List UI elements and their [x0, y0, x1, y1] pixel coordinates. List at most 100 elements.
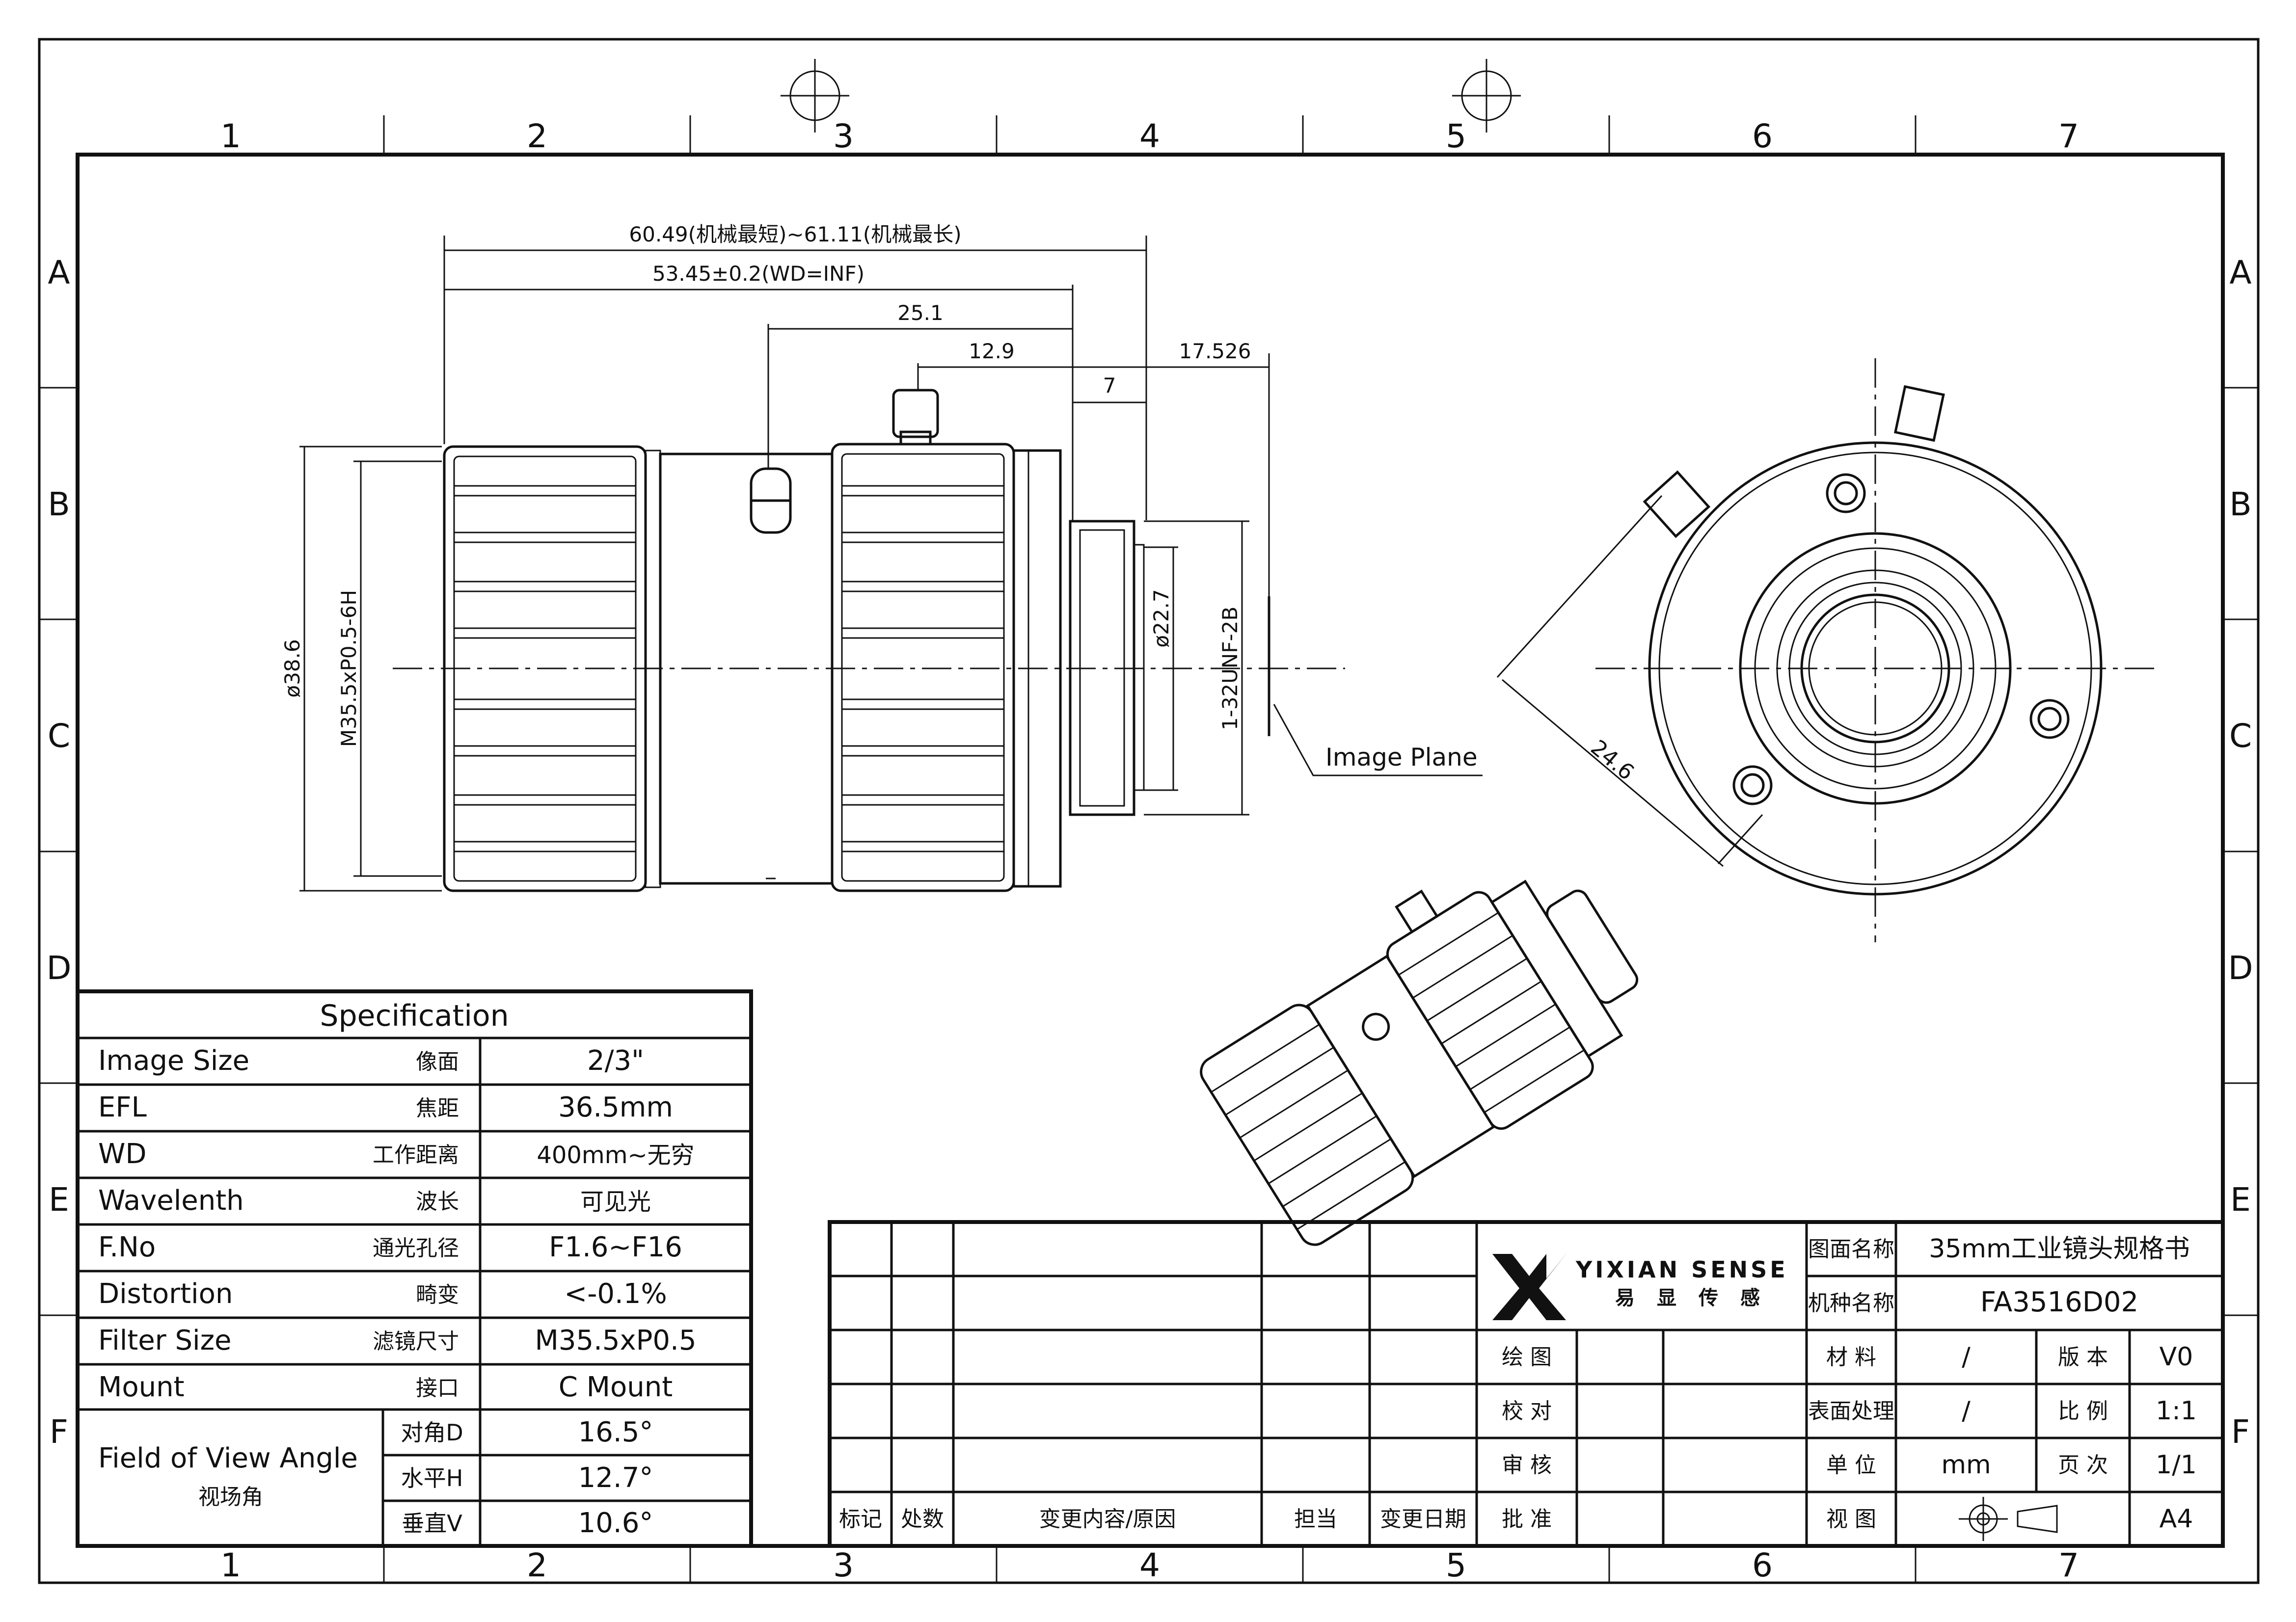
iso-mount — [1546, 889, 1639, 1004]
inner-ring-a — [1776, 569, 1974, 768]
change-header: 处数 — [901, 1507, 944, 1532]
spec-label-cn: 滤镜尺寸 — [373, 1329, 459, 1354]
scale-value: 1:1 — [2156, 1396, 2197, 1426]
spec-value: 36.5mm — [558, 1091, 673, 1123]
lens-glass — [1800, 593, 1950, 744]
dimension-lines — [299, 236, 1483, 892]
col-label: 1 — [220, 117, 241, 155]
outer-frame — [38, 38, 2260, 1584]
dim-wd-inf: 53.45±0.2(WD=INF) — [652, 262, 864, 286]
unit-value: mm — [1941, 1450, 1991, 1480]
fov-sub-label: 对角D — [401, 1419, 463, 1446]
surface-value: / — [1962, 1396, 1971, 1426]
spec-table-frame — [76, 989, 753, 1548]
col-label: 6 — [1752, 1546, 1773, 1584]
rear-iris-ring — [831, 443, 1015, 892]
front-ring-knurls — [454, 485, 636, 852]
title-block-labels: 图面名称 35mm工业镜头规格书 机种名称 FA3516D02 绘 图 校 对 … — [839, 1234, 2197, 1534]
dim-dia-22-7: ø22.7 — [1149, 589, 1173, 647]
spec-value: C Mount — [559, 1371, 673, 1403]
col-label: 7 — [2058, 117, 2079, 155]
dim-dia-38-6: ø38.6 — [280, 639, 304, 697]
fov-label-cn: 视场角 — [198, 1485, 263, 1510]
grid-ticks — [39, 115, 2258, 1583]
col-label: 1 — [220, 1546, 241, 1584]
spec-label-en: EFL — [98, 1091, 147, 1123]
iso-lock-screw — [1362, 1012, 1390, 1041]
spec-title: Specification — [320, 999, 509, 1033]
drawing-name-label: 图面名称 — [1808, 1237, 1894, 1262]
spec-value: 2/3" — [587, 1045, 644, 1077]
dimension-texts: 60.49(机械最短)~61.11(机械最长) 53.45±0.2(WD=INF… — [280, 222, 1478, 771]
dim-filter-thread: M35.5xP0.5-6H — [337, 590, 361, 747]
iso-barrel — [1306, 955, 1495, 1178]
spec-label-cn: 畸变 — [416, 1282, 459, 1307]
fov-value: 16.5° — [578, 1416, 653, 1448]
page-label: 页 次 — [2058, 1453, 2108, 1478]
fov-sub-label: 垂直V — [402, 1510, 462, 1537]
change-header: 担当 — [1294, 1507, 1337, 1532]
spec-label-en: WD — [98, 1138, 147, 1170]
row-label: A — [48, 254, 70, 292]
lens-glass-inner — [1808, 601, 1943, 736]
dim-7: 7 — [1103, 373, 1116, 398]
row-label: B — [2229, 485, 2251, 523]
version-label: 版 本 — [2058, 1345, 2108, 1370]
projection-symbol-icon — [1959, 1497, 2058, 1541]
image-plane-label: Image Plane — [1325, 743, 1478, 771]
rear-ring-knurls — [842, 485, 1004, 852]
brand-cn-char: 显 — [1657, 1287, 1676, 1309]
spec-value: F1.6~F16 — [549, 1231, 682, 1263]
centering-mark-icon — [781, 59, 1521, 133]
row-label: D — [47, 949, 72, 987]
inner-ring-b — [1788, 582, 1962, 755]
sheet-size: A4 — [2160, 1504, 2193, 1534]
view-label: 视 图 — [1826, 1507, 1876, 1532]
iso-rear-knurls — [1398, 912, 1585, 1113]
row-label: C — [48, 717, 70, 755]
aperture-lock-screw — [750, 467, 792, 534]
spec-label-cn: 通光孔径 — [373, 1236, 459, 1261]
mount-flange — [1739, 532, 2012, 805]
spec-label-cn: 焦距 — [416, 1096, 459, 1121]
row-label: F — [2231, 1413, 2250, 1451]
spec-value: 可见光 — [580, 1188, 651, 1216]
lens-end-view: 24.6 — [1496, 358, 2160, 942]
spec-table: Specification Image Size 像面 2/3" EFL 焦距 … — [76, 989, 753, 1548]
end-view-24-6-dim — [1496, 495, 1763, 867]
spec-rows: Image Size 像面 2/3" EFL 焦距 36.5mm WD 工作距离… — [98, 1045, 696, 1539]
spec-label-en: Distortion — [98, 1278, 233, 1310]
surface-label: 表面处理 — [1808, 1399, 1894, 1424]
row-label: A — [2229, 254, 2251, 292]
spec-label-en: Mount — [98, 1371, 185, 1403]
col-label: 5 — [1446, 1546, 1466, 1584]
row-labels-left: A B C D E F — [47, 254, 72, 1451]
spec-label-cn: 波长 — [416, 1189, 459, 1214]
brand-cn-char: 感 — [1740, 1287, 1760, 1309]
col-label: 2 — [527, 117, 547, 155]
role-label: 绘 图 — [1502, 1345, 1552, 1370]
spec-label-cn: 接口 — [416, 1376, 459, 1401]
dim-overall-length: 60.49(机械最短)~61.11(机械最长) — [629, 222, 961, 246]
spec-label-en: F.No — [98, 1231, 156, 1263]
row-label: E — [2230, 1181, 2251, 1219]
end-view-lock-screws — [1643, 385, 1945, 538]
col-label: 3 — [833, 117, 854, 155]
col-label: 6 — [1752, 117, 1773, 155]
model-number: FA3516D02 — [1980, 1286, 2138, 1318]
row-label: D — [2228, 949, 2253, 987]
brand-name: YIXIAN SENSE — [1575, 1256, 1788, 1283]
change-header: 变更内容/原因 — [1039, 1507, 1176, 1532]
iso-front-knurls — [1211, 1024, 1406, 1230]
mount-thread-ring — [1754, 547, 1997, 790]
title-block-grid — [830, 1222, 2223, 1546]
spec-value: <-0.1% — [564, 1278, 667, 1310]
col-label: 7 — [2058, 1546, 2079, 1584]
spec-label-en: Filter Size — [98, 1325, 231, 1356]
column-labels-top: 1 2 3 4 5 6 7 — [220, 117, 2079, 155]
brand-name-cn: 易 显 传 感 — [1615, 1287, 1760, 1309]
material-label: 材 料 — [1826, 1345, 1876, 1370]
dim-12-9: 12.9 — [969, 339, 1015, 363]
model-label: 机种名称 — [1808, 1291, 1894, 1316]
spec-label-cn: 工作距离 — [373, 1143, 459, 1168]
